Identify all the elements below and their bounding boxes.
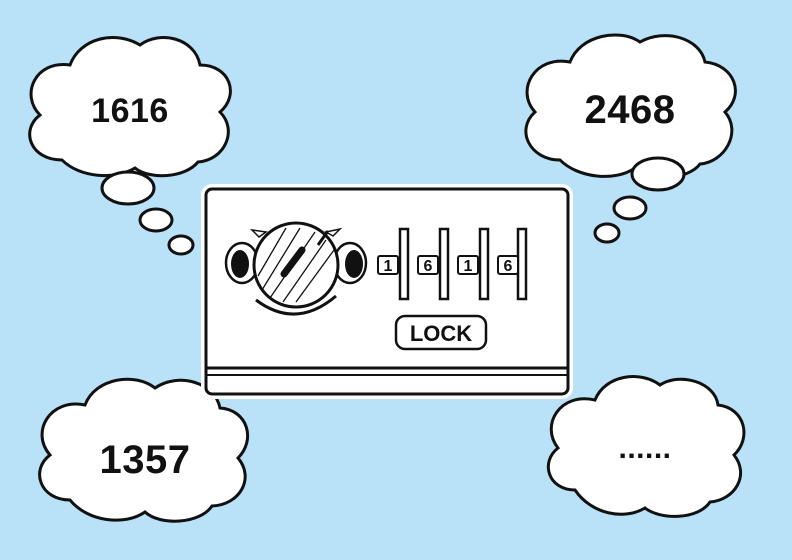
lock-button-label: LOCK bbox=[410, 321, 472, 346]
thought-text-1616: 1616 bbox=[91, 92, 169, 130]
thought-text-2468: 2468 bbox=[584, 88, 676, 132]
combination-lock: 1 6 1 6 LOCK bbox=[201, 184, 573, 399]
lock-digit-3[interactable]: 1 bbox=[464, 258, 473, 275]
digit-boxes bbox=[377, 255, 519, 275]
lock-button[interactable]: LOCK bbox=[394, 314, 488, 351]
thought-text-ellipsis: ...... bbox=[618, 432, 672, 465]
thought-cloud-top-right bbox=[524, 33, 737, 244]
thought-cloud-top-left bbox=[28, 36, 232, 256]
lock-digit-2[interactable]: 6 bbox=[424, 258, 433, 275]
lock-digit-1[interactable]: 1 bbox=[384, 258, 393, 275]
thought-cloud-bottom-right bbox=[546, 375, 746, 518]
key-dial[interactable] bbox=[224, 221, 368, 316]
thought-cloud-bottom-left bbox=[38, 377, 250, 523]
thought-text-1357: 1357 bbox=[99, 438, 191, 482]
lock-digit-4[interactable]: 6 bbox=[504, 258, 513, 275]
digit-wheels bbox=[398, 227, 528, 301]
